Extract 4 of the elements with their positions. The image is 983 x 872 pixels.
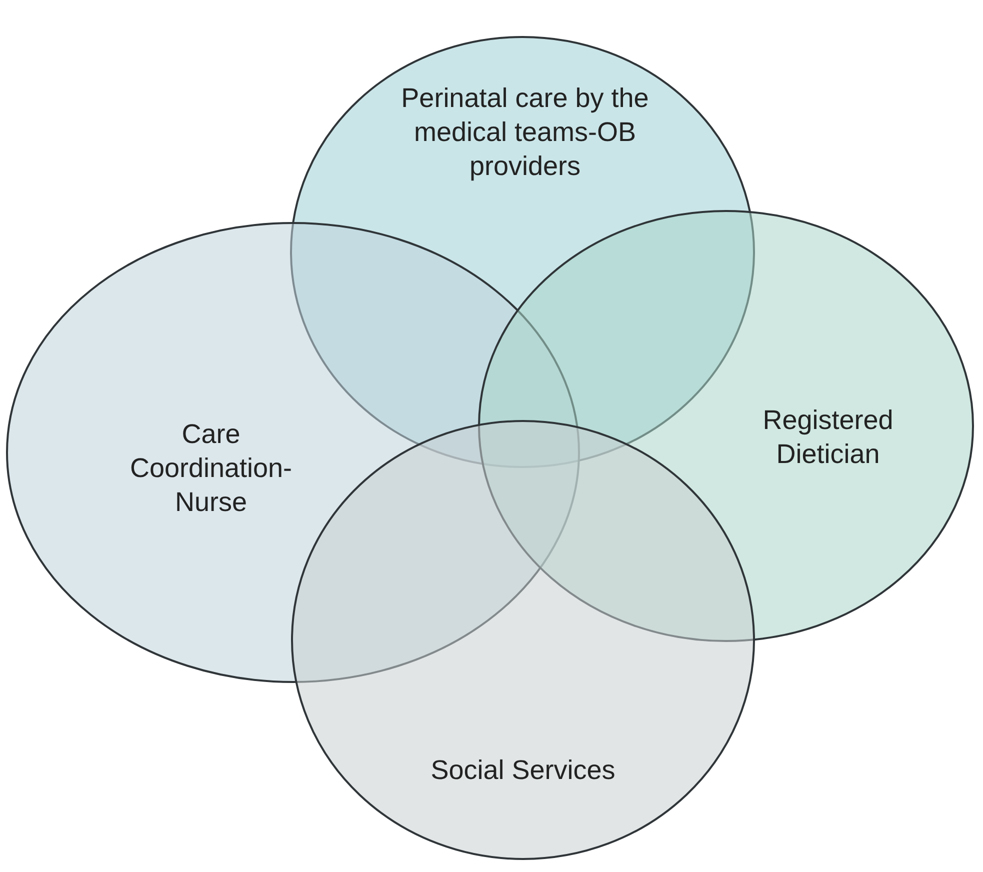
circle-label: Registered Dietician: [762, 404, 894, 471]
circle-label: Social Services: [430, 754, 616, 787]
circle-label: Care Coordination-Nurse: [128, 418, 294, 519]
circle-label: Perinatal care by the medical teams-OB providers: [400, 82, 650, 183]
